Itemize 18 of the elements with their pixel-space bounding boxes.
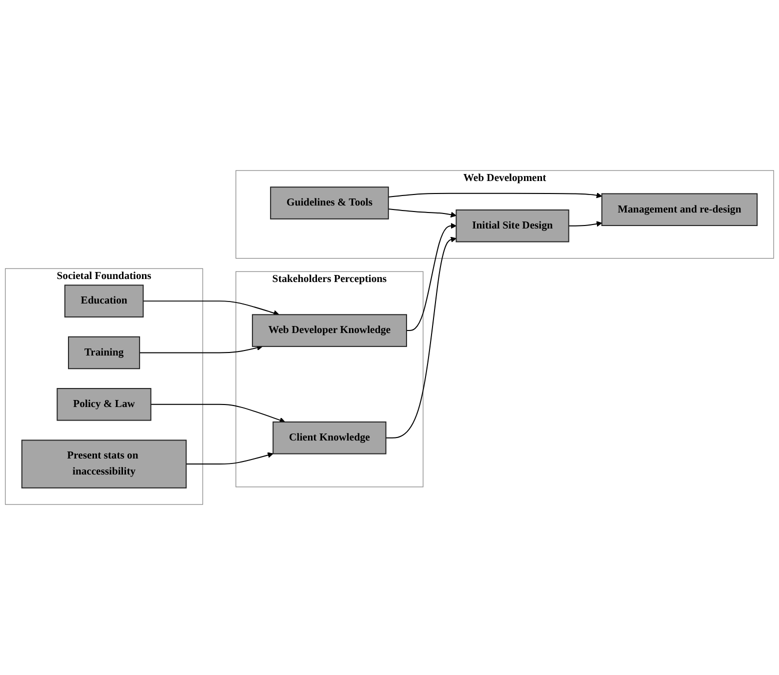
node-box: Web Developer Knowledge [252, 314, 408, 347]
node-box: Present stats on inaccessibility [21, 440, 187, 488]
node-box: Training [68, 336, 140, 370]
arrow [388, 208, 456, 218]
arrow [186, 452, 274, 465]
arrow [150, 404, 286, 423]
arrow [568, 221, 602, 227]
node-box: Initial Site Design [456, 209, 570, 242]
node-box: Guidelines & Tools [270, 186, 389, 220]
arrow [406, 222, 456, 332]
arrow [142, 300, 280, 316]
node-box: Client Knowledge [272, 421, 386, 454]
node-box: Policy & Law [56, 388, 152, 421]
arrow [139, 344, 263, 354]
arrow [385, 236, 456, 438]
node-box: Education [64, 284, 144, 318]
arrow [388, 192, 602, 198]
node-box: Management and re-design [601, 193, 758, 226]
